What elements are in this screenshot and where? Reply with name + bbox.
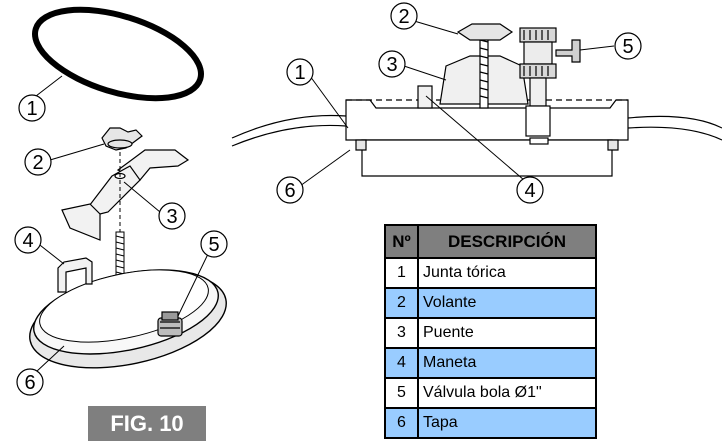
callout-6-section: 6 xyxy=(276,176,304,204)
callout-5-section: 5 xyxy=(614,32,642,60)
svg-text:3: 3 xyxy=(166,206,177,228)
table-row: 1 Junta tórica xyxy=(384,257,597,289)
row-description: Volante xyxy=(417,287,597,319)
row-number: 5 xyxy=(384,377,419,409)
bridge-part xyxy=(61,149,190,241)
o-ring-gasket xyxy=(32,6,204,102)
svg-text:1: 1 xyxy=(294,62,305,84)
callout-3-left: 3 xyxy=(158,202,186,230)
section-view xyxy=(231,23,722,177)
parts-table: Nº DESCRIPCIÓN 1 Junta tórica 2 Volante … xyxy=(384,224,597,439)
svg-text:5: 5 xyxy=(622,36,633,58)
handwheel-knob xyxy=(101,127,143,151)
svg-text:1: 1 xyxy=(26,98,37,120)
leader-lines xyxy=(35,17,615,373)
row-description: Junta tórica xyxy=(417,257,597,289)
row-description: Maneta xyxy=(417,347,597,379)
callout-1-section: 1 xyxy=(286,58,314,86)
table-row: 5 Válvula bola Ø1" xyxy=(384,377,597,409)
row-number: 3 xyxy=(384,317,419,349)
svg-text:4: 4 xyxy=(22,230,33,252)
ball-valve-small xyxy=(157,311,183,337)
header-number: Nº xyxy=(384,224,419,259)
svg-text:2: 2 xyxy=(32,152,43,174)
handle-part xyxy=(57,257,93,293)
row-number: 2 xyxy=(384,287,419,319)
header-description: DESCRIPCIÓN xyxy=(417,224,597,259)
row-number: 6 xyxy=(384,407,419,439)
row-number: 4 xyxy=(384,347,419,379)
row-description: Tapa xyxy=(417,407,597,439)
table-row: 4 Maneta xyxy=(384,347,597,379)
svg-text:6: 6 xyxy=(284,180,295,202)
figure-label: FIG. 10 xyxy=(88,406,206,441)
table-header-row: Nº DESCRIPCIÓN xyxy=(384,224,597,259)
callout-1-left: 1 xyxy=(18,94,46,122)
svg-text:2: 2 xyxy=(398,6,409,28)
callout-4-left: 4 xyxy=(14,226,42,254)
lid-part xyxy=(29,269,227,369)
callout-3-section: 3 xyxy=(378,50,406,78)
table-row: 6 Tapa xyxy=(384,407,597,439)
callout-2-section: 2 xyxy=(390,2,418,30)
svg-text:6: 6 xyxy=(24,372,35,394)
callout-5-left: 5 xyxy=(200,230,228,258)
svg-text:5: 5 xyxy=(208,234,219,256)
callout-6-left: 6 xyxy=(16,368,44,396)
table-row: 3 Puente xyxy=(384,317,597,349)
callout-4-section: 4 xyxy=(516,176,544,204)
row-description: Válvula bola Ø1" xyxy=(417,377,597,409)
callout-2-left: 2 xyxy=(24,148,52,176)
row-description: Puente xyxy=(417,317,597,349)
table-row: 2 Volante xyxy=(384,287,597,319)
svg-text:4: 4 xyxy=(524,180,535,202)
row-number: 1 xyxy=(384,257,419,289)
svg-text:3: 3 xyxy=(386,54,397,76)
